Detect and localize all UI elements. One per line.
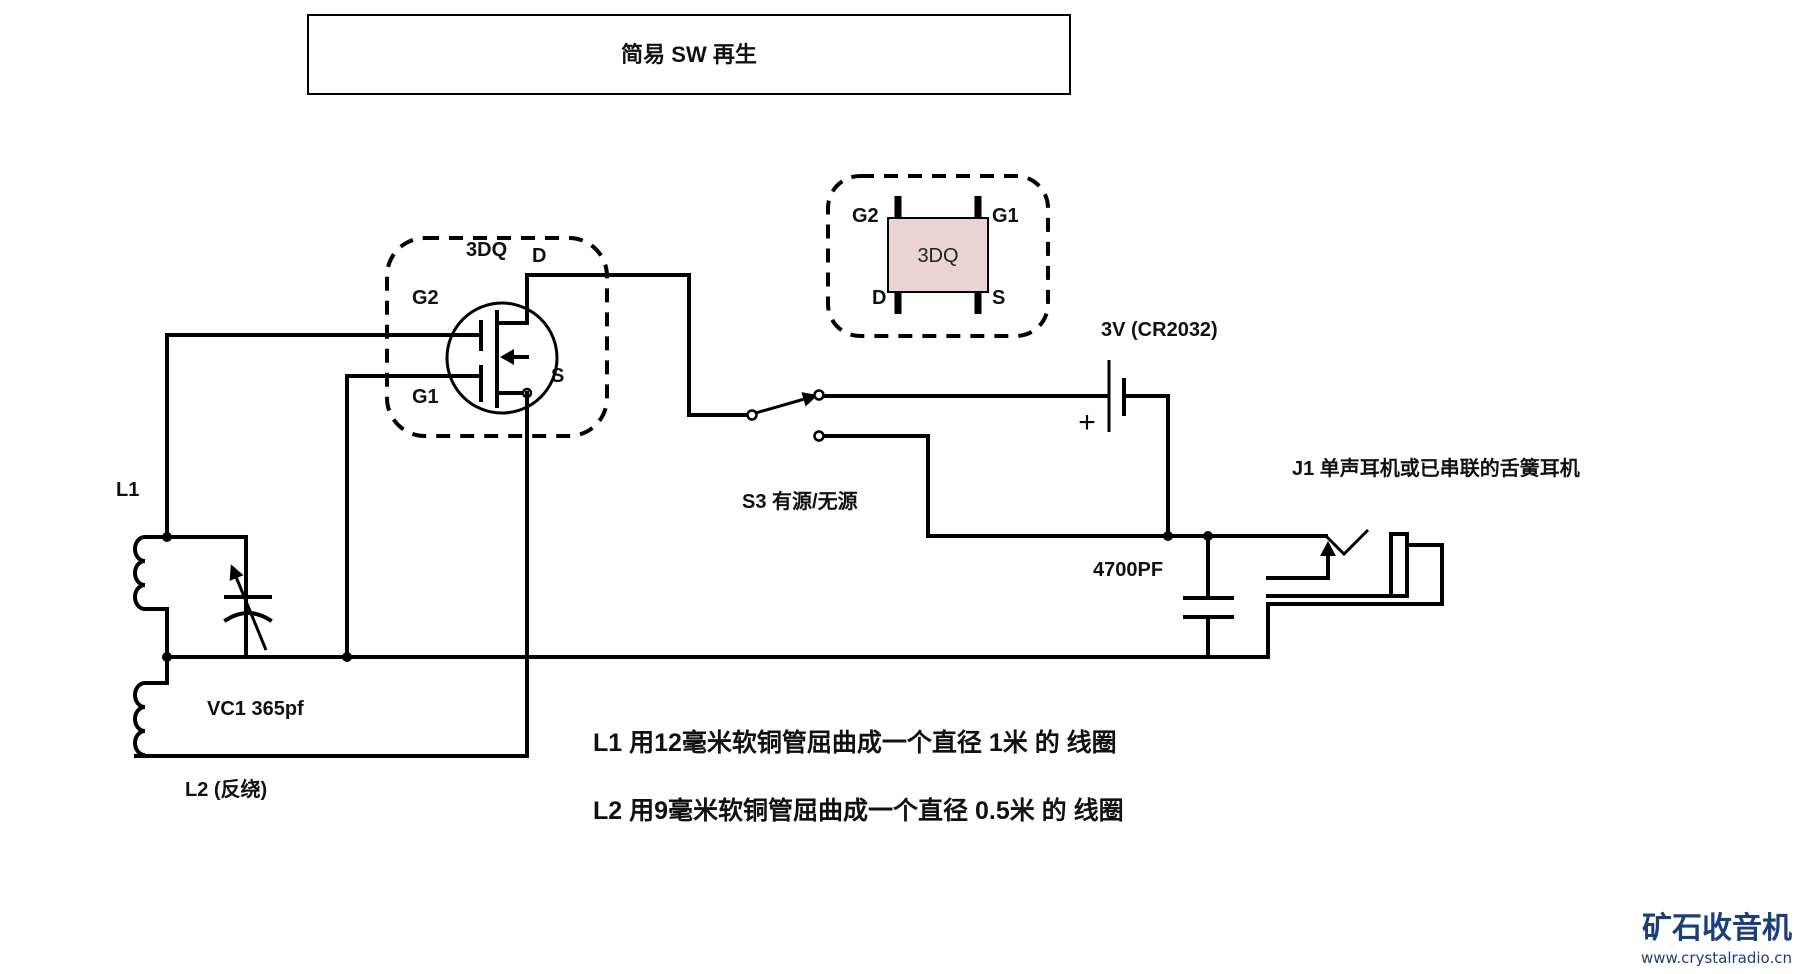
- jack-j1: [1266, 528, 1409, 598]
- label-capacitor: 4700PF: [1093, 559, 1163, 581]
- label-switch: S3 有源/无源: [742, 489, 858, 513]
- pin-label-d: D: [532, 245, 546, 267]
- pin-label-g2: G2: [412, 287, 439, 309]
- wires: [134, 273, 1444, 758]
- battery: +: [1078, 360, 1126, 439]
- site-logo: 矿石收音机 www.crystalradio.cn: [1641, 911, 1792, 967]
- mosfet-symbol: [445, 286, 559, 415]
- pinout-chip-label: 3DQ: [917, 245, 958, 267]
- transistor-name: 3DQ: [466, 239, 507, 261]
- pinout-g2: G2: [852, 205, 879, 227]
- capacitor-4700pf: [1183, 596, 1234, 619]
- coil-l2: [133, 655, 169, 759]
- title: 简易 SW 再生: [621, 42, 757, 67]
- label-l1: L1: [116, 479, 139, 501]
- title-box: 简易 SW 再生: [307, 14, 1071, 95]
- variable-capacitor-vc1: [223, 564, 273, 651]
- pinout-g1: G1: [992, 205, 1019, 227]
- label-jack: J1 单声耳机或已串联的舌簧耳机: [1292, 456, 1580, 480]
- logo-url: www.crystalradio.cn: [1641, 949, 1792, 967]
- note-l2: L2 用9毫米软铜管屈曲成一个直径 0.5米 的 线圈: [593, 796, 1124, 825]
- pin-label-g1: G1: [412, 386, 439, 408]
- label-l2: L2 (反绕): [185, 777, 267, 801]
- pinout-d: D: [872, 287, 886, 309]
- note-l1: L1 用12毫米软铜管屈曲成一个直径 1米 的 线圈: [593, 728, 1117, 757]
- junction-dots: [162, 531, 1213, 662]
- coil-l1: [133, 535, 169, 634]
- battery-plus-sign: +: [1078, 406, 1096, 439]
- pinout-diagram: 3DQ G2 G1 D S: [826, 174, 1050, 338]
- label-vc1: VC1 365pf: [207, 698, 304, 720]
- pinout-s: S: [992, 287, 1005, 309]
- label-battery: 3V (CR2032): [1101, 319, 1218, 341]
- switch-s3: [746, 389, 825, 442]
- logo-name: 矿石收音机: [1642, 911, 1792, 946]
